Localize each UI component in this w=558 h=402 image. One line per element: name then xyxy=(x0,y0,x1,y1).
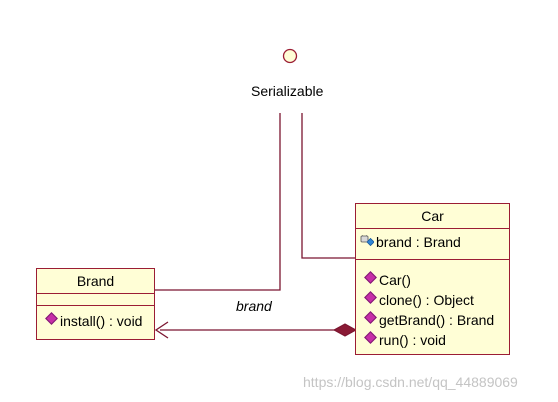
interface-name: Serializable xyxy=(251,83,324,99)
interface-lollipop-icon[interactable] xyxy=(282,48,298,64)
attribute-label: brand : Brand xyxy=(376,234,461,250)
attribute-brand[interactable]: brand : Brand xyxy=(356,232,509,252)
operation-icon xyxy=(364,270,377,284)
operation-car[interactable]: Car() xyxy=(356,270,509,290)
operation-icon xyxy=(364,310,377,324)
class-brand-operations: install() : void xyxy=(37,306,154,331)
realization-line-car[interactable] xyxy=(301,113,357,259)
operation-label: getBrand() : Brand xyxy=(379,312,495,328)
composition-diamond-icon xyxy=(332,323,358,337)
operation-install[interactable]: install() : void xyxy=(37,311,154,331)
class-car-attributes: brand : Brand xyxy=(356,229,509,260)
class-brand[interactable]: Brand install() : void xyxy=(36,268,155,340)
operation-icon xyxy=(364,330,377,344)
class-car-operations: Car() clone() : Object getBrand() : Bran… xyxy=(356,260,509,350)
class-brand-name: Brand xyxy=(37,269,154,294)
operation-icon xyxy=(364,290,377,304)
association-label: brand xyxy=(236,298,272,314)
operation-label: run() : void xyxy=(379,332,446,348)
watermark-text: https://blog.csdn.net/qq_44889069 xyxy=(303,374,518,390)
class-car-name: Car xyxy=(356,204,509,229)
operation-label: Car() xyxy=(379,272,411,288)
operation-clone[interactable]: clone() : Object xyxy=(356,290,509,310)
class-brand-attributes xyxy=(37,294,154,306)
operation-run[interactable]: run() : void xyxy=(356,330,509,350)
navigation-arrow-icon xyxy=(154,321,169,339)
private-attribute-icon xyxy=(360,235,374,247)
operation-label: install() : void xyxy=(60,313,143,329)
class-car[interactable]: Car brand : Brand Car() clone() : Object… xyxy=(355,203,510,355)
operation-getbrand[interactable]: getBrand() : Brand xyxy=(356,310,509,330)
realization-line-brand[interactable] xyxy=(155,113,281,291)
operation-label: clone() : Object xyxy=(379,292,474,308)
operation-icon xyxy=(45,311,58,325)
